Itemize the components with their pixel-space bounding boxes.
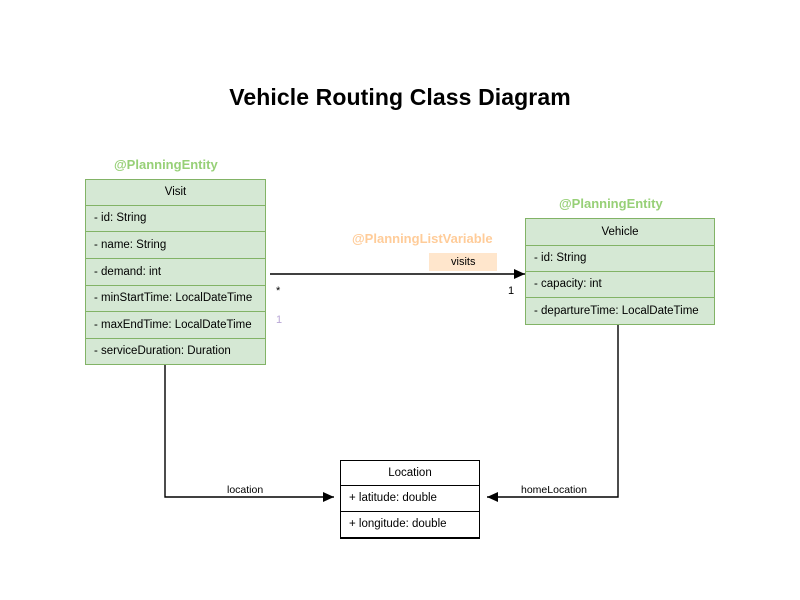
uml-class-location[interactable]: Location + latitude: double + longitude:… (340, 460, 480, 539)
uml-attribute: - serviceDuration: Duration (94, 345, 231, 358)
uml-class-vehicle[interactable]: Vehicle - id: String - capacity: int - d… (525, 218, 715, 325)
uml-class-visit[interactable]: Visit - id: String - name: String - dema… (85, 179, 266, 365)
annotation-planning-list-variable: @PlanningListVariable (352, 231, 493, 246)
edge-location (164, 363, 334, 502)
uml-attribute: + longitude: double (341, 512, 479, 538)
page-title: Vehicle Routing Class Diagram (229, 84, 571, 110)
edge-label-home-location: homeLocation (518, 484, 590, 496)
uml-attribute: - demand: int (86, 259, 265, 286)
multiplicity-visit-side: * (276, 285, 281, 297)
edge-label-location: location (224, 484, 267, 496)
multiplicity-visit-secondary: 1 (276, 314, 283, 326)
uml-attribute: - name: String (86, 232, 265, 259)
uml-attribute: - departureTime: LocalDateTime (534, 304, 699, 317)
edge-home-location (487, 323, 619, 502)
uml-attribute: - id: String (526, 246, 714, 272)
uml-attribute: - minStartTime: LocalDateTime (86, 286, 265, 312)
uml-class-location-name: Location (341, 461, 479, 486)
uml-attribute: - id: String (86, 206, 265, 232)
uml-attribute: - maxEndTime: LocalDateTime (86, 312, 265, 339)
annotation-vehicle-planning-entity: @PlanningEntity (559, 196, 663, 211)
edge-label-visits: visits (429, 253, 498, 271)
multiplicity-vehicle-side: 1 (508, 285, 515, 297)
uml-class-vehicle-name: Vehicle (526, 219, 714, 246)
annotation-visit-planning-entity: @PlanningEntity (114, 157, 218, 172)
uml-attribute: + latitude: double (341, 486, 479, 512)
uml-attribute: - capacity: int (526, 272, 714, 298)
uml-class-visit-name: Visit (86, 180, 265, 206)
